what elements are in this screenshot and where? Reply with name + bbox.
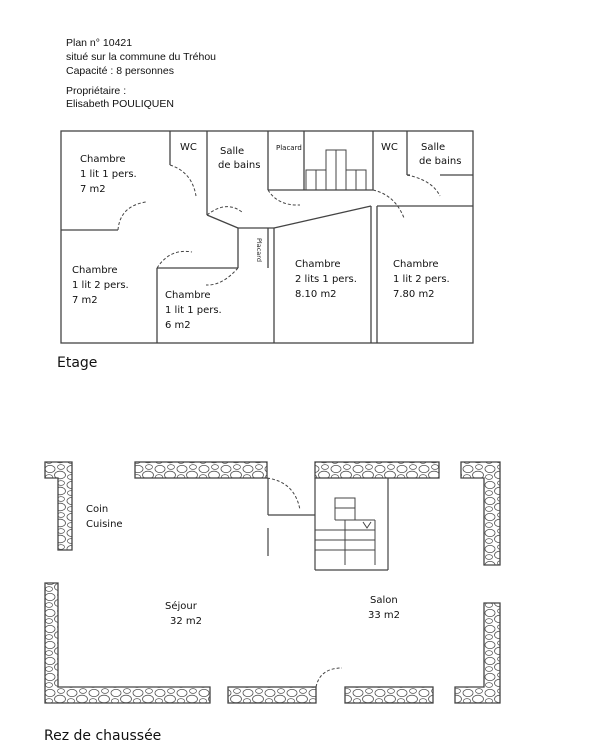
wc-1-label: WC bbox=[180, 142, 197, 153]
ground-floor-title: Rez de chaussée bbox=[44, 728, 162, 744]
plan-capacity: Capacité : 8 personnes bbox=[66, 65, 174, 77]
upper-floor-title: Etage bbox=[57, 355, 98, 371]
lounge-label: Salon 33 m2 bbox=[368, 595, 401, 621]
ground-floor-doors bbox=[266, 477, 343, 688]
upper-floor-doors bbox=[117, 164, 441, 286]
bedroom-1-label: Chambre 1 lit 1 pers. 7 m2 bbox=[80, 154, 140, 195]
wc-2-label: WC bbox=[381, 142, 398, 153]
bathroom-2-label: Salle de bains bbox=[419, 142, 461, 167]
upper-floor-walls bbox=[60, 130, 474, 344]
stone-walls bbox=[44, 461, 501, 704]
closet-1-label: Placard bbox=[276, 144, 302, 152]
bedroom-4-label: Chambre 2 lits 1 pers. 8.10 m2 bbox=[295, 259, 360, 300]
living-room-label: Séjour 32 m2 bbox=[165, 600, 202, 627]
owner-label: Propriétaire : bbox=[66, 85, 127, 97]
bedroom-3-label: Chambre 1 lit 1 pers. 6 m2 bbox=[165, 290, 225, 331]
plan-number: Plan n° 10421 bbox=[66, 37, 133, 49]
ground-stairs bbox=[314, 497, 376, 565]
upper-stairs bbox=[305, 149, 367, 190]
owner-name: Elisabeth POULIQUEN bbox=[66, 98, 174, 110]
plan-location: situé sur la commune du Tréhou bbox=[66, 51, 216, 63]
closet-2-label: Placard bbox=[255, 238, 263, 262]
bedroom-2-label: Chambre 1 lit 2 pers. 7 m2 bbox=[72, 265, 132, 306]
kitchen-label: Coin Cuisine bbox=[86, 504, 123, 530]
bathroom-1-label: Salle de bains bbox=[218, 146, 260, 171]
bedroom-5-label: Chambre 1 lit 2 pers. 7.80 m2 bbox=[393, 259, 453, 300]
